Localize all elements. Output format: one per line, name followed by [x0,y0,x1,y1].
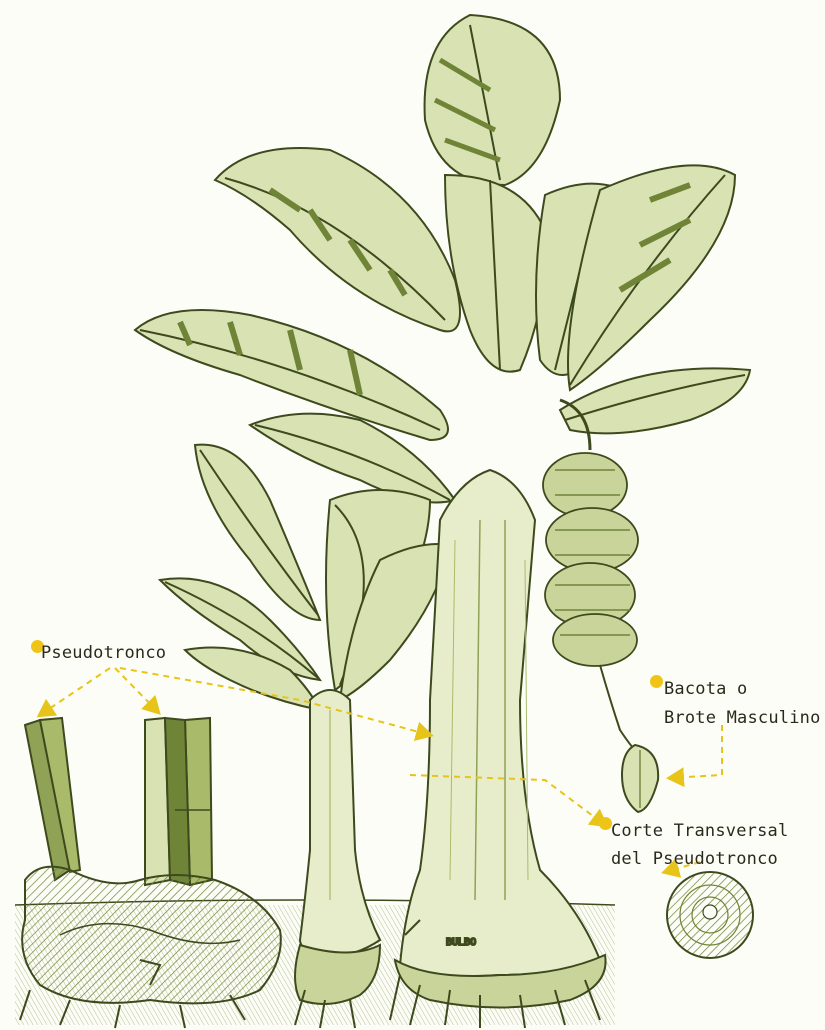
arrow-pseudotronco-left [40,668,110,715]
bacota-label-line1: Bacota o [664,678,747,700]
underground-corm-sketch [20,718,281,1028]
leaf-upper-left [215,148,460,331]
corte-label-line1: Corte Transversal [611,820,788,842]
banana-bunch [543,400,638,750]
pseudotronco-label: Pseudotronco [41,642,166,664]
leaf-right-lower [560,368,750,433]
pseudostem-cross-section [667,872,753,958]
arrow-bacota [670,725,722,778]
bacota-label-line2: Brote Masculino [664,707,821,729]
arrow-pseudotronco-mid [115,668,158,712]
bacota-marker-icon [650,675,663,688]
corte-label-line2: del Pseudotronco [611,848,778,870]
male-bud [622,745,658,812]
bulbo-text: BULBO [446,937,476,948]
sucker-pseudostem [300,690,380,956]
main-plant-leaves [135,15,750,503]
